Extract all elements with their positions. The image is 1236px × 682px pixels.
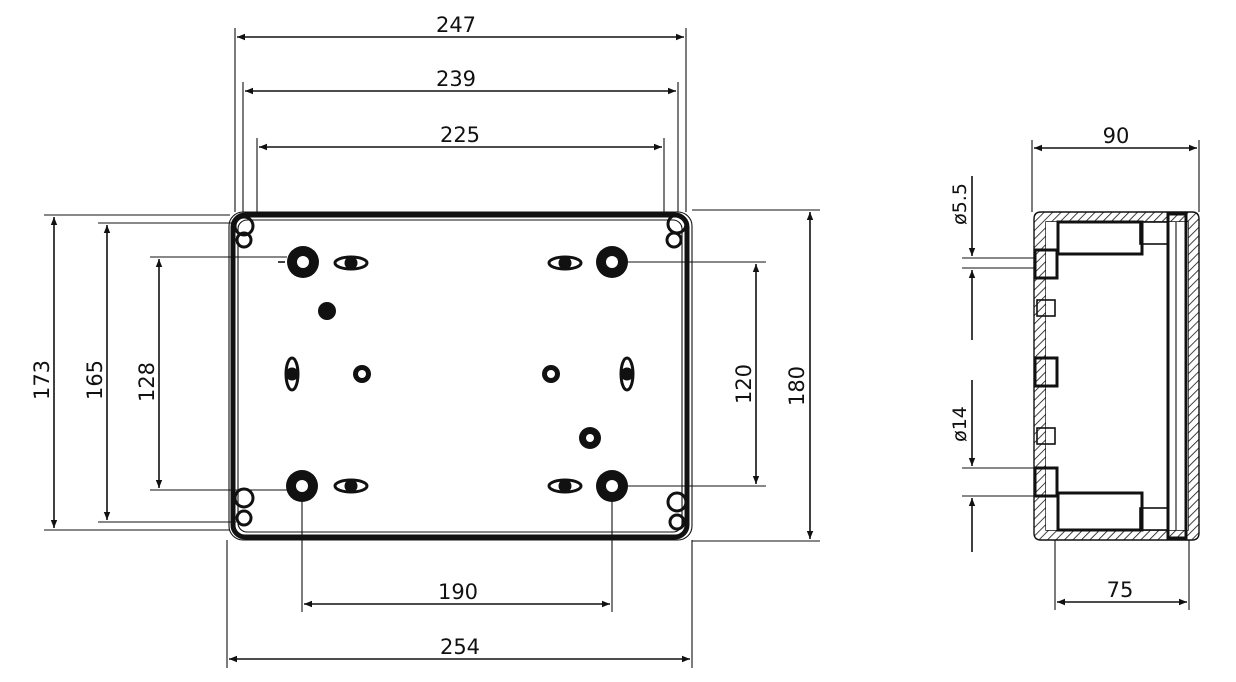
dimension-190: 190 — [301, 502, 613, 612]
dimension-label: 173 — [30, 360, 54, 400]
knockout — [1033, 356, 1059, 388]
dimension-label: 247 — [436, 13, 476, 37]
corner-screw-bottom-right — [666, 491, 688, 531]
dimension-120: 120 — [628, 261, 766, 487]
wing-clip-top-left — [333, 255, 369, 271]
internal-boss-bottom — [1056, 491, 1169, 532]
wing-clip-bottom-left — [333, 478, 369, 494]
mounting-boss-bottom-left — [286, 470, 318, 502]
wing-clip-bottom-right — [547, 478, 583, 494]
corner-screw-bottom-left — [233, 487, 255, 527]
mounting-boss-top-right — [596, 246, 628, 278]
dimension-label: 225 — [440, 123, 480, 147]
box-inner-outline — [237, 219, 683, 533]
dimension-239: 239 — [242, 67, 679, 212]
dimension-label: 75 — [1107, 578, 1134, 602]
stud-ring — [353, 365, 371, 383]
wing-clip-mid-right — [619, 356, 635, 392]
box-outer-outline — [228, 211, 693, 541]
dimension-247: 247 — [234, 13, 687, 212]
box-outline — [230, 212, 690, 540]
dimension-label: 165 — [83, 360, 107, 400]
stud-ring — [579, 427, 601, 449]
dimension-label: 128 — [135, 362, 159, 402]
dimension-label: 239 — [436, 67, 476, 91]
corner-screw-top-left — [233, 215, 255, 249]
dimension-165: 165 — [83, 222, 236, 523]
dimension-label: ø5.5 — [949, 183, 971, 225]
wing-clip-mid-left — [284, 356, 300, 392]
knockout — [1033, 248, 1059, 280]
wing-clip-top-right — [547, 255, 583, 271]
dimension-label: 180 — [785, 366, 809, 406]
dimension-label: 190 — [438, 580, 478, 604]
knockout — [1036, 299, 1056, 317]
dimension-dia-5-5: ø5.5 — [949, 176, 1034, 340]
dimension-128: 128 — [135, 256, 287, 491]
dimension-label: 90 — [1103, 124, 1130, 148]
internal-boss-top — [1056, 220, 1169, 256]
dimension-254: 254 — [226, 540, 693, 668]
knockout — [1036, 427, 1056, 445]
dimension-dia-14: ø14 — [949, 380, 1034, 552]
dimension-90: 90 — [1031, 124, 1200, 212]
mounting-boss-top-left — [278, 246, 319, 278]
stud-ring — [542, 365, 560, 383]
front-view: 247 239 225 190 254 — [30, 13, 820, 668]
dimension-180: 180 — [692, 209, 820, 542]
knockout — [1033, 466, 1059, 498]
dimension-label: ø14 — [949, 406, 971, 442]
dimension-label: 120 — [732, 364, 756, 404]
mounting-boss-bottom-right — [596, 470, 628, 502]
dimension-225: 225 — [256, 123, 665, 212]
dimension-173: 173 — [30, 214, 230, 531]
side-view: 90 75 ø5.5 ø14 — [949, 124, 1200, 610]
lid-section — [1166, 212, 1188, 540]
stud — [318, 302, 336, 320]
dimension-label: 254 — [440, 635, 480, 659]
dimension-75: 75 — [1054, 540, 1190, 610]
corner-screw-top-right — [665, 213, 688, 249]
